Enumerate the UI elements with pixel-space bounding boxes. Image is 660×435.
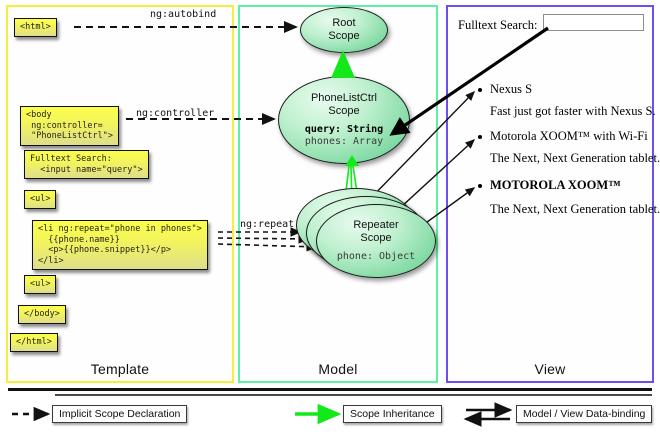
legend-model-view-databinding: Model / View Data-binding [516, 405, 653, 423]
legend-divider-top [8, 388, 652, 391]
code-box-body-close: </body> [18, 305, 66, 324]
scope-phonelistctrl: PhoneListCtrl Scope query: String phones… [278, 76, 410, 164]
code-box-body-open: <body ng:controller= "PhoneListCtrl"> [20, 106, 119, 146]
panel-view: View [446, 5, 654, 383]
scope-ctrl-prop-phones: phones: Array [304, 136, 384, 147]
scope-repeater-title-1: Repeater [353, 219, 399, 231]
view-item-snippet-2: The Next, Next Generation tablet. [490, 202, 660, 216]
view-bullet-2 [478, 184, 482, 188]
panel-view-title: View [534, 361, 566, 377]
view-bullet-0 [478, 88, 482, 92]
legend-implicit-scope-declaration: Implicit Scope Declaration [52, 405, 188, 423]
scope-ctrl-prop-query: query: String [304, 124, 384, 135]
panel-model-title: Model [318, 361, 358, 377]
scope-root-title-1: Root [332, 17, 356, 29]
view-search-label: Fulltext Search: [458, 18, 538, 32]
code-box-html-open: <html> [14, 18, 57, 37]
view-bullet-1 [478, 135, 482, 139]
legend-divider-bottom [55, 394, 652, 396]
code-box-html-close: </html> [10, 333, 58, 352]
view-item-name-1: Motorola XOOM™ with Wi-Fi [490, 129, 648, 143]
legend-scope-inheritance: Scope Inheritance [343, 405, 442, 423]
scope-ctrl-title-1: PhoneListCtrl [310, 92, 378, 104]
scope-ctrl-title-2: Scope [328, 105, 360, 117]
scope-repeater-prop-phone: phone: Object [336, 251, 416, 262]
connector-label-autobind: ng:autobind [150, 9, 217, 20]
connector-label-controller: ng:controller [136, 108, 215, 119]
code-box-ul-open: <ul> [24, 190, 57, 209]
panel-template-title: Template [90, 361, 150, 377]
view-search-input[interactable] [543, 14, 644, 31]
connector-label-repeat: ng:repeat [240, 219, 295, 230]
code-box-li-repeat: <li ng:repeat="phone in phones"> {{phone… [32, 220, 208, 270]
code-box-fulltext-search: Fulltext Search: <input name="query"> [24, 150, 149, 179]
scope-root-title-2: Scope [328, 30, 360, 42]
view-item-name-0: Nexus S [490, 82, 533, 96]
scope-repeater: Repeater Scope phone: Object [316, 204, 436, 278]
scope-repeater-title-2: Scope [360, 232, 392, 244]
code-box-ul-close: <ul> [24, 275, 57, 294]
view-item-name-2: MOTOROLA XOOM™ [490, 178, 621, 192]
view-item-snippet-1: The Next, Next Generation tablet. [490, 151, 660, 165]
view-item-snippet-0: Fast just got faster with Nexus S. [490, 104, 656, 118]
scope-root: Root Scope [300, 7, 388, 53]
